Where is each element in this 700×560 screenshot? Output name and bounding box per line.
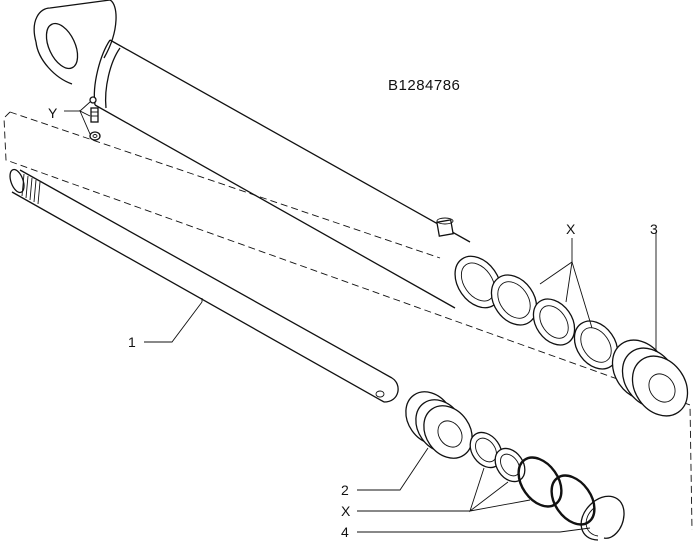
cylinder-barrel — [33, 0, 502, 309]
piston-rod — [9, 168, 399, 403]
nipple-parts — [89, 96, 101, 141]
callout-1: 1 — [128, 334, 136, 350]
callout-x-top: X — [566, 221, 576, 237]
circlip — [580, 495, 625, 541]
upper-seal-rings — [490, 274, 619, 370]
callout-2: 2 — [341, 482, 349, 498]
drawing-code: B1284786 — [388, 77, 460, 94]
lower-seal-rings — [469, 431, 596, 526]
leader-lines — [64, 101, 657, 533]
piston — [611, 339, 689, 417]
rod-gland — [405, 391, 473, 459]
assembly-centerline — [3, 111, 693, 531]
callout-4: 4 — [341, 524, 349, 540]
callout-x-bottom: X — [341, 503, 351, 519]
callout-y: Y — [48, 105, 58, 121]
callout-3: 3 — [650, 221, 658, 237]
